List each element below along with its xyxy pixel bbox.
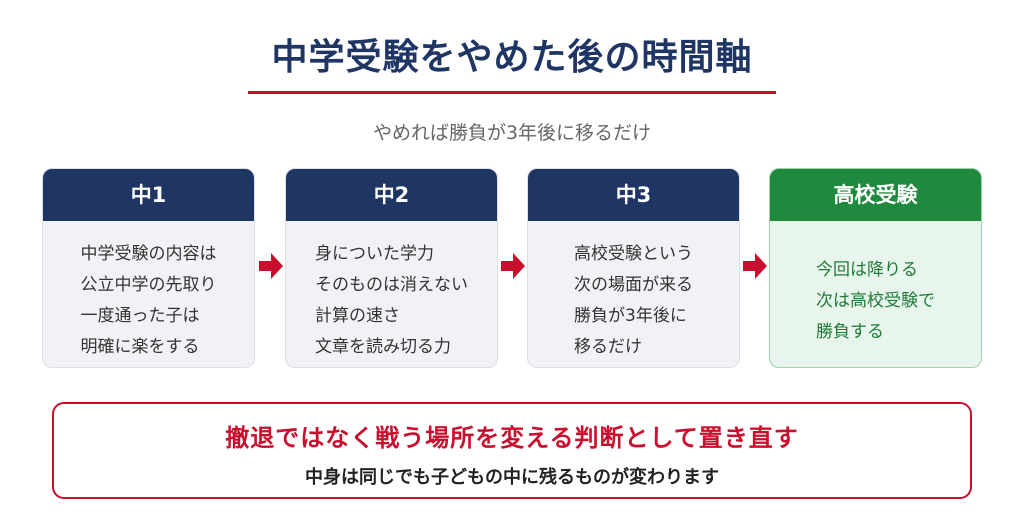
step-line: 身についた学力: [315, 244, 434, 264]
page-subtitle: やめれば勝負が3年後に移るだけ: [372, 122, 652, 144]
step-line: 文章を読み切る力: [315, 337, 451, 357]
step-line: 計算の速さ: [315, 306, 400, 326]
step-line: 高校受験という: [574, 244, 693, 264]
arrow-right-icon: [259, 253, 283, 279]
step-card-3: 中3 高校受験という 次の場面が来る 勝負が3年後に 移るだけ: [527, 168, 740, 368]
step-body-2: 身についた学力 そのものは消えない 計算の速さ 文章を読み切る力: [286, 221, 497, 363]
step-body-1: 中学受験の内容は 公立中学の先取り 一度通った子は 明確に楽をする: [43, 221, 254, 363]
page-title: 中学受験をやめた後の時間軸: [271, 37, 753, 78]
step-header-2: 中2: [286, 169, 497, 221]
step-body-4: 今回は降りる 次は高校受験で 勝負する: [770, 221, 981, 348]
arrow-right-icon: [501, 253, 525, 279]
step-line: そのものは消えない: [315, 275, 468, 295]
step-card-1: 中1 中学受験の内容は 公立中学の先取り 一度通った子は 明確に楽をする: [42, 168, 255, 368]
step-body-3: 高校受験という 次の場面が来る 勝負が3年後に 移るだけ: [528, 221, 739, 363]
step-line: 一度通った子は: [80, 306, 200, 326]
conclusion-main: 撤退ではなく戦う場所を変える判断として置き直す: [225, 424, 799, 452]
step-line: 今回は降りる: [816, 260, 918, 280]
step-line: 次は高校受験で: [816, 291, 935, 311]
step-header-1: 中1: [43, 169, 254, 221]
conclusion-banner: 撤退ではなく戦う場所を変える判断として置き直す 中身は同じでも子どもの中に残るも…: [52, 402, 972, 499]
arrow-right-icon: [743, 253, 767, 279]
title-underline: [248, 91, 776, 94]
step-header-4: 高校受験: [770, 169, 981, 221]
step-header-3: 中3: [528, 169, 739, 221]
step-card-4: 高校受験 今回は降りる 次は高校受験で 勝負する: [769, 168, 982, 368]
step-line: 勝負する: [816, 322, 884, 342]
step-line: 公立中学の先取り: [80, 275, 217, 295]
conclusion-sub: 中身は同じでも子どもの中に残るものが変わります: [305, 467, 719, 488]
step-card-2: 中2 身についた学力 そのものは消えない 計算の速さ 文章を読み切る力: [285, 168, 498, 368]
step-line: 次の場面が来る: [574, 275, 693, 295]
step-line: 移るだけ: [574, 337, 642, 357]
step-line: 勝負が3年後に: [574, 306, 687, 326]
step-line: 明確に楽をする: [80, 337, 200, 357]
step-line: 中学受験の内容は: [80, 244, 217, 264]
